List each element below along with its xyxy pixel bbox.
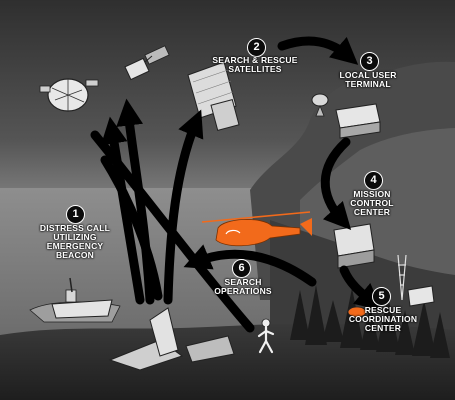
step-5-badge: 5 xyxy=(372,287,391,306)
trees xyxy=(290,285,450,358)
step-3-line: TERMINAL xyxy=(345,79,391,89)
building-icon xyxy=(333,223,375,269)
step-2-label: SEARCH & RESCUE SATELLITES xyxy=(200,56,310,74)
step-5-line: RESCUE xyxy=(364,305,402,315)
step-4-line: CONTROL xyxy=(350,198,394,208)
step-1-label: DISTRESS CALL UTILIZING EMERGENCY BEACON xyxy=(20,224,130,260)
radio-tower-icon xyxy=(397,254,407,301)
step-4-badge: 4 xyxy=(364,171,383,190)
step-6-line: OPERATIONS xyxy=(214,286,272,296)
step-1-badge: 1 xyxy=(66,205,85,224)
step-1-line: UTILIZING xyxy=(53,232,97,242)
satellite-icon xyxy=(187,61,240,132)
helicopter-icon xyxy=(201,211,312,247)
step-2-badge: 2 xyxy=(247,38,266,57)
step-4-label: MISSION CONTROL CENTER xyxy=(332,190,412,217)
step-3-line: LOCAL USER xyxy=(339,70,397,80)
step-2-line: SATELLITES xyxy=(228,64,282,74)
step-1-line: EMERGENCY xyxy=(46,241,104,251)
person-icon xyxy=(257,318,275,354)
step-1-line: DISTRESS CALL xyxy=(39,223,111,233)
wreckage-icon xyxy=(108,307,235,371)
satellite-icon xyxy=(39,78,99,112)
step-5-line: CENTER xyxy=(364,323,402,333)
ship-icon xyxy=(29,277,121,323)
step-3-label: LOCAL USER TERMINAL xyxy=(318,71,418,89)
step-6-badge: 6 xyxy=(232,259,251,278)
building-icon xyxy=(335,103,381,139)
step-5-line: COORDINATION xyxy=(348,314,418,324)
step-4-line: CENTER xyxy=(353,207,391,217)
building-icon xyxy=(407,285,435,307)
step-5-label: RESCUE COORDINATION CENTER xyxy=(338,306,428,333)
step-4-line: MISSION xyxy=(353,189,391,199)
step-6-label: SEARCH OPERATIONS xyxy=(200,278,286,296)
step-6-line: SEARCH xyxy=(224,277,262,287)
step-2-line: SEARCH & RESCUE xyxy=(212,55,298,65)
satellite-icon xyxy=(124,45,170,81)
step-1-line: BEACON xyxy=(55,250,95,260)
flow-arrows xyxy=(90,36,383,333)
step-3-badge: 3 xyxy=(360,52,379,71)
antenna-icon xyxy=(311,93,329,117)
